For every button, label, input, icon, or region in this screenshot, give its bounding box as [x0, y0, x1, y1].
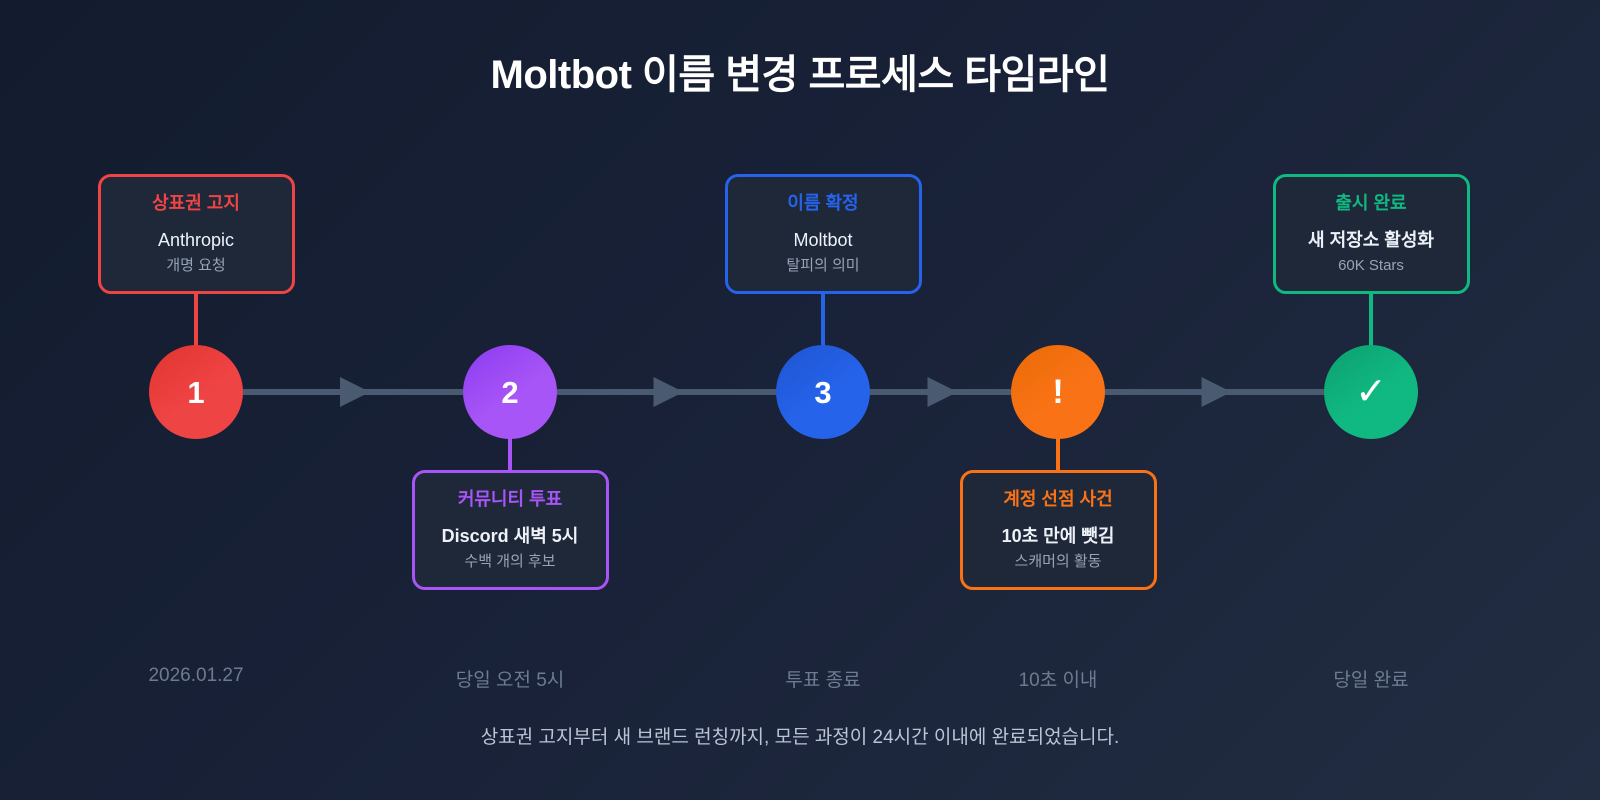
timeline-card-connector	[194, 294, 198, 351]
timeline-date-2: 당일 오전 5시	[455, 670, 565, 691]
footer-caption: 상표권 고지부터 새 브랜드 런칭까지, 모든 과정이 24시간 이내에 완료되…	[480, 727, 1120, 748]
timeline-node-1[interactable]: 1	[149, 345, 243, 439]
timeline-card-connector	[1369, 294, 1373, 351]
timeline-node-label: 1	[187, 374, 205, 410]
timeline-node-label: 3	[814, 374, 832, 410]
timeline-node-label: ✓	[1355, 371, 1387, 413]
timeline-node-3[interactable]: 3	[776, 345, 870, 439]
timeline-card-main: 새 저장소 활성화	[1308, 229, 1434, 250]
timeline-card-title: 상표권 고지	[152, 193, 240, 213]
timeline-card-connector	[1056, 433, 1060, 470]
timeline-card-sub: 스캐머의 활동	[1014, 553, 1102, 571]
timeline-card-main: 10초 만에 뺏김	[1001, 525, 1115, 546]
timeline-card-3[interactable]: 이름 확정 Moltbot 탈피의 의미	[724, 174, 922, 295]
timeline-node-label: !	[1052, 373, 1064, 411]
timeline-card-main: Anthropic	[157, 229, 235, 250]
timeline-node-4[interactable]: !	[1011, 345, 1105, 439]
timeline-card-sub: 수백 개의 후보	[464, 553, 556, 571]
timeline-date-1: 2026.01.27	[148, 665, 244, 686]
timeline-node-label: 2	[501, 374, 519, 410]
timeline-card-title: 계정 선점 사건	[1003, 489, 1113, 509]
timeline-node-5[interactable]: ✓	[1324, 345, 1418, 439]
timeline-node-2[interactable]: 2	[463, 345, 557, 439]
timeline-card-1[interactable]: 상표권 고지 Anthropic 개명 요청	[97, 174, 295, 295]
timeline-card-title: 출시 완료	[1335, 193, 1407, 213]
timeline-date-4: 10초 이내	[1018, 670, 1098, 691]
timeline-card-title: 커뮤니티 투표	[457, 489, 563, 509]
timeline-card-main: Discord 새벽 5시	[441, 525, 579, 546]
timeline-card-main: Moltbot	[793, 229, 853, 250]
timeline-card-connector	[821, 294, 825, 351]
timeline-date-5: 당일 완료	[1333, 670, 1409, 691]
timeline-card-sub: 개명 요청	[166, 257, 226, 275]
timeline-card-sub: 60K Stars	[1338, 257, 1404, 275]
timeline-date-3: 투표 종료	[785, 670, 861, 691]
timeline-card-title: 이름 확정	[787, 193, 859, 213]
timeline-card-sub: 탈피의 의미	[786, 257, 860, 275]
page-title: Moltbot 이름 변경 프로세스 타임라인	[490, 53, 1110, 97]
timeline-card-connector	[508, 433, 512, 470]
